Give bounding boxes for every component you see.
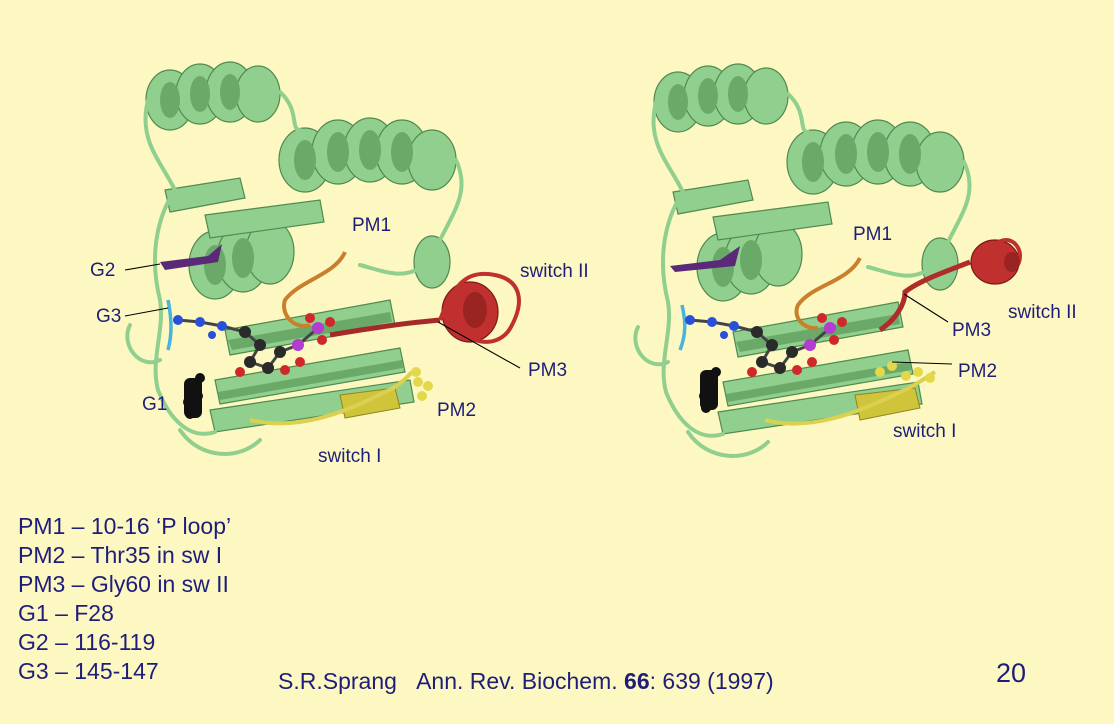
- legend-item-pm3: PM3 – Gly60 in sw II: [18, 571, 229, 597]
- label-switch-1: switch I: [893, 421, 956, 442]
- legend-item-g3: G3 – 145-147: [18, 658, 159, 684]
- g2-strand: [670, 246, 740, 272]
- protein-ribbon: [125, 60, 464, 456]
- p-loop: [794, 256, 862, 331]
- legend-item-g1: G1 – F28: [18, 600, 114, 626]
- label-pm3: PM3: [528, 360, 567, 381]
- label-pm1: PM1: [352, 215, 391, 236]
- label-pm2: PM2: [437, 400, 476, 421]
- g1-residue: [699, 367, 721, 413]
- label-g2: G2: [90, 260, 115, 281]
- legend-item-pm1: PM1 – 10-16 ‘P loop’: [18, 513, 232, 539]
- structure-panel-left: PM1 G2 G3 G1 switch II PM3 PM2 switch I: [90, 60, 589, 467]
- g2-strand: [160, 244, 222, 270]
- label-switch-1: switch I: [318, 446, 381, 467]
- label-pm3: PM3: [952, 320, 991, 341]
- citation: S.R.Sprang Ann. Rev. Biochem. 66: 639 (1…: [278, 668, 774, 695]
- label-g1: G1: [142, 394, 167, 415]
- p-loop: [282, 251, 347, 328]
- page-number: 20: [996, 658, 1027, 688]
- label-g3: G3: [96, 306, 121, 327]
- legend-item-g2: G2 – 116-119: [18, 629, 156, 655]
- label-switch-2: switch II: [1008, 302, 1077, 323]
- g3-loop: [678, 304, 687, 351]
- g1-residue: [183, 373, 205, 419]
- label-pm2: PM2: [958, 361, 997, 382]
- citation-volume: 66: [624, 668, 650, 694]
- legend-item-pm2: PM2 – Thr35 in sw I: [18, 542, 223, 568]
- label-pm1: PM1: [853, 224, 892, 245]
- citation-pages: : 639 (1997): [649, 668, 774, 694]
- g3-loop: [166, 299, 173, 351]
- switch-2-region: [329, 271, 521, 344]
- switch-1-region: [249, 367, 433, 426]
- citation-journal: Ann. Rev. Biochem.: [416, 668, 618, 694]
- protein-ribbon: [633, 62, 972, 458]
- structure-panel-right: PM1 switch II PM3 PM2 switch I: [633, 62, 1077, 458]
- switch-2-region: [878, 238, 1022, 333]
- label-switch-2: switch II: [520, 261, 589, 282]
- switch-1-region: [764, 361, 937, 426]
- legend: PM1 – 10-16 ‘P loop’ PM2 – Thr35 in sw I…: [18, 512, 231, 686]
- citation-authors: S.R.Sprang: [278, 668, 397, 694]
